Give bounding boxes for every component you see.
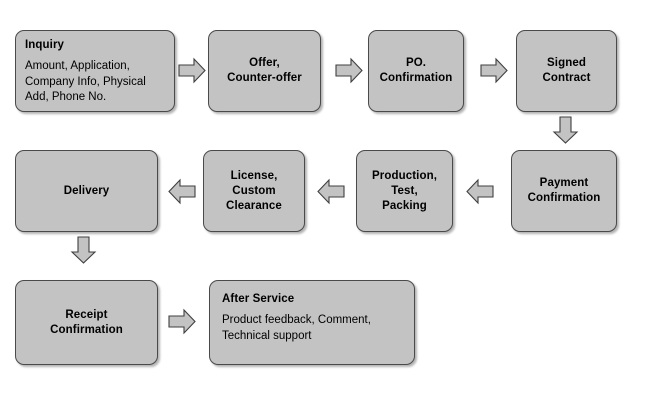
node-license-line3: Clearance	[226, 199, 282, 212]
node-inquiry-body: Amount, Application, Company Info, Physi…	[25, 60, 146, 103]
node-after-service[interactable]: After Service Product feedback, Comment,…	[209, 280, 415, 365]
node-offer-counter-offer[interactable]: Offer, Counter-offer	[208, 30, 321, 112]
node-payment-line2: Confirmation	[527, 192, 601, 204]
node-inquiry-title: Inquiry	[25, 39, 65, 51]
node-contract-line2: Contract	[542, 72, 591, 84]
node-signed-contract[interactable]: Signed Contract	[516, 30, 617, 112]
arrow-production-to-license	[317, 178, 345, 205]
node-po-line1: PO.	[405, 57, 427, 69]
node-po-confirmation[interactable]: PO. Confirmation	[368, 30, 464, 112]
node-production-line1: Production,	[372, 169, 437, 182]
node-license-line2: Custom	[232, 184, 276, 197]
node-after-service-body: Product feedback, Comment, Technical sup…	[222, 314, 371, 342]
arrow-po-to-contract	[480, 57, 508, 84]
arrow-receipt-to-after-service	[168, 308, 196, 335]
node-delivery-line1: Delivery	[63, 184, 110, 197]
node-license-custom-clearance[interactable]: License, Custom Clearance	[203, 150, 305, 232]
arrow-offer-to-po	[335, 57, 363, 84]
arrow-delivery-to-receipt	[70, 236, 97, 264]
node-receipt-line2: Confirmation	[50, 323, 123, 336]
node-inquiry[interactable]: Inquiry Amount, Application, Company Inf…	[15, 30, 175, 112]
node-payment-line1: Payment	[539, 177, 589, 189]
arrow-inquiry-to-offer	[178, 57, 206, 84]
node-contract-line1: Signed	[547, 57, 586, 69]
arrow-payment-to-production	[466, 178, 494, 205]
node-offer-line2: Counter-offer	[227, 72, 302, 84]
node-production-test-packing[interactable]: Production, Test, Packing	[356, 150, 453, 232]
arrow-contract-to-payment	[552, 116, 579, 144]
node-delivery[interactable]: Delivery	[15, 150, 158, 232]
node-po-line2: Confirmation	[379, 72, 453, 84]
arrow-license-to-delivery	[168, 178, 196, 205]
node-license-line1: License,	[230, 169, 278, 182]
node-payment-confirmation[interactable]: Payment Confirmation	[511, 150, 617, 232]
node-receipt-line1: Receipt	[65, 308, 108, 321]
node-production-line2: Test,	[391, 184, 418, 197]
node-after-service-title: After Service	[222, 293, 295, 305]
node-receipt-confirmation[interactable]: Receipt Confirmation	[15, 280, 158, 365]
node-offer-line1: Offer,	[249, 57, 280, 69]
node-production-line3: Packing	[382, 199, 427, 212]
